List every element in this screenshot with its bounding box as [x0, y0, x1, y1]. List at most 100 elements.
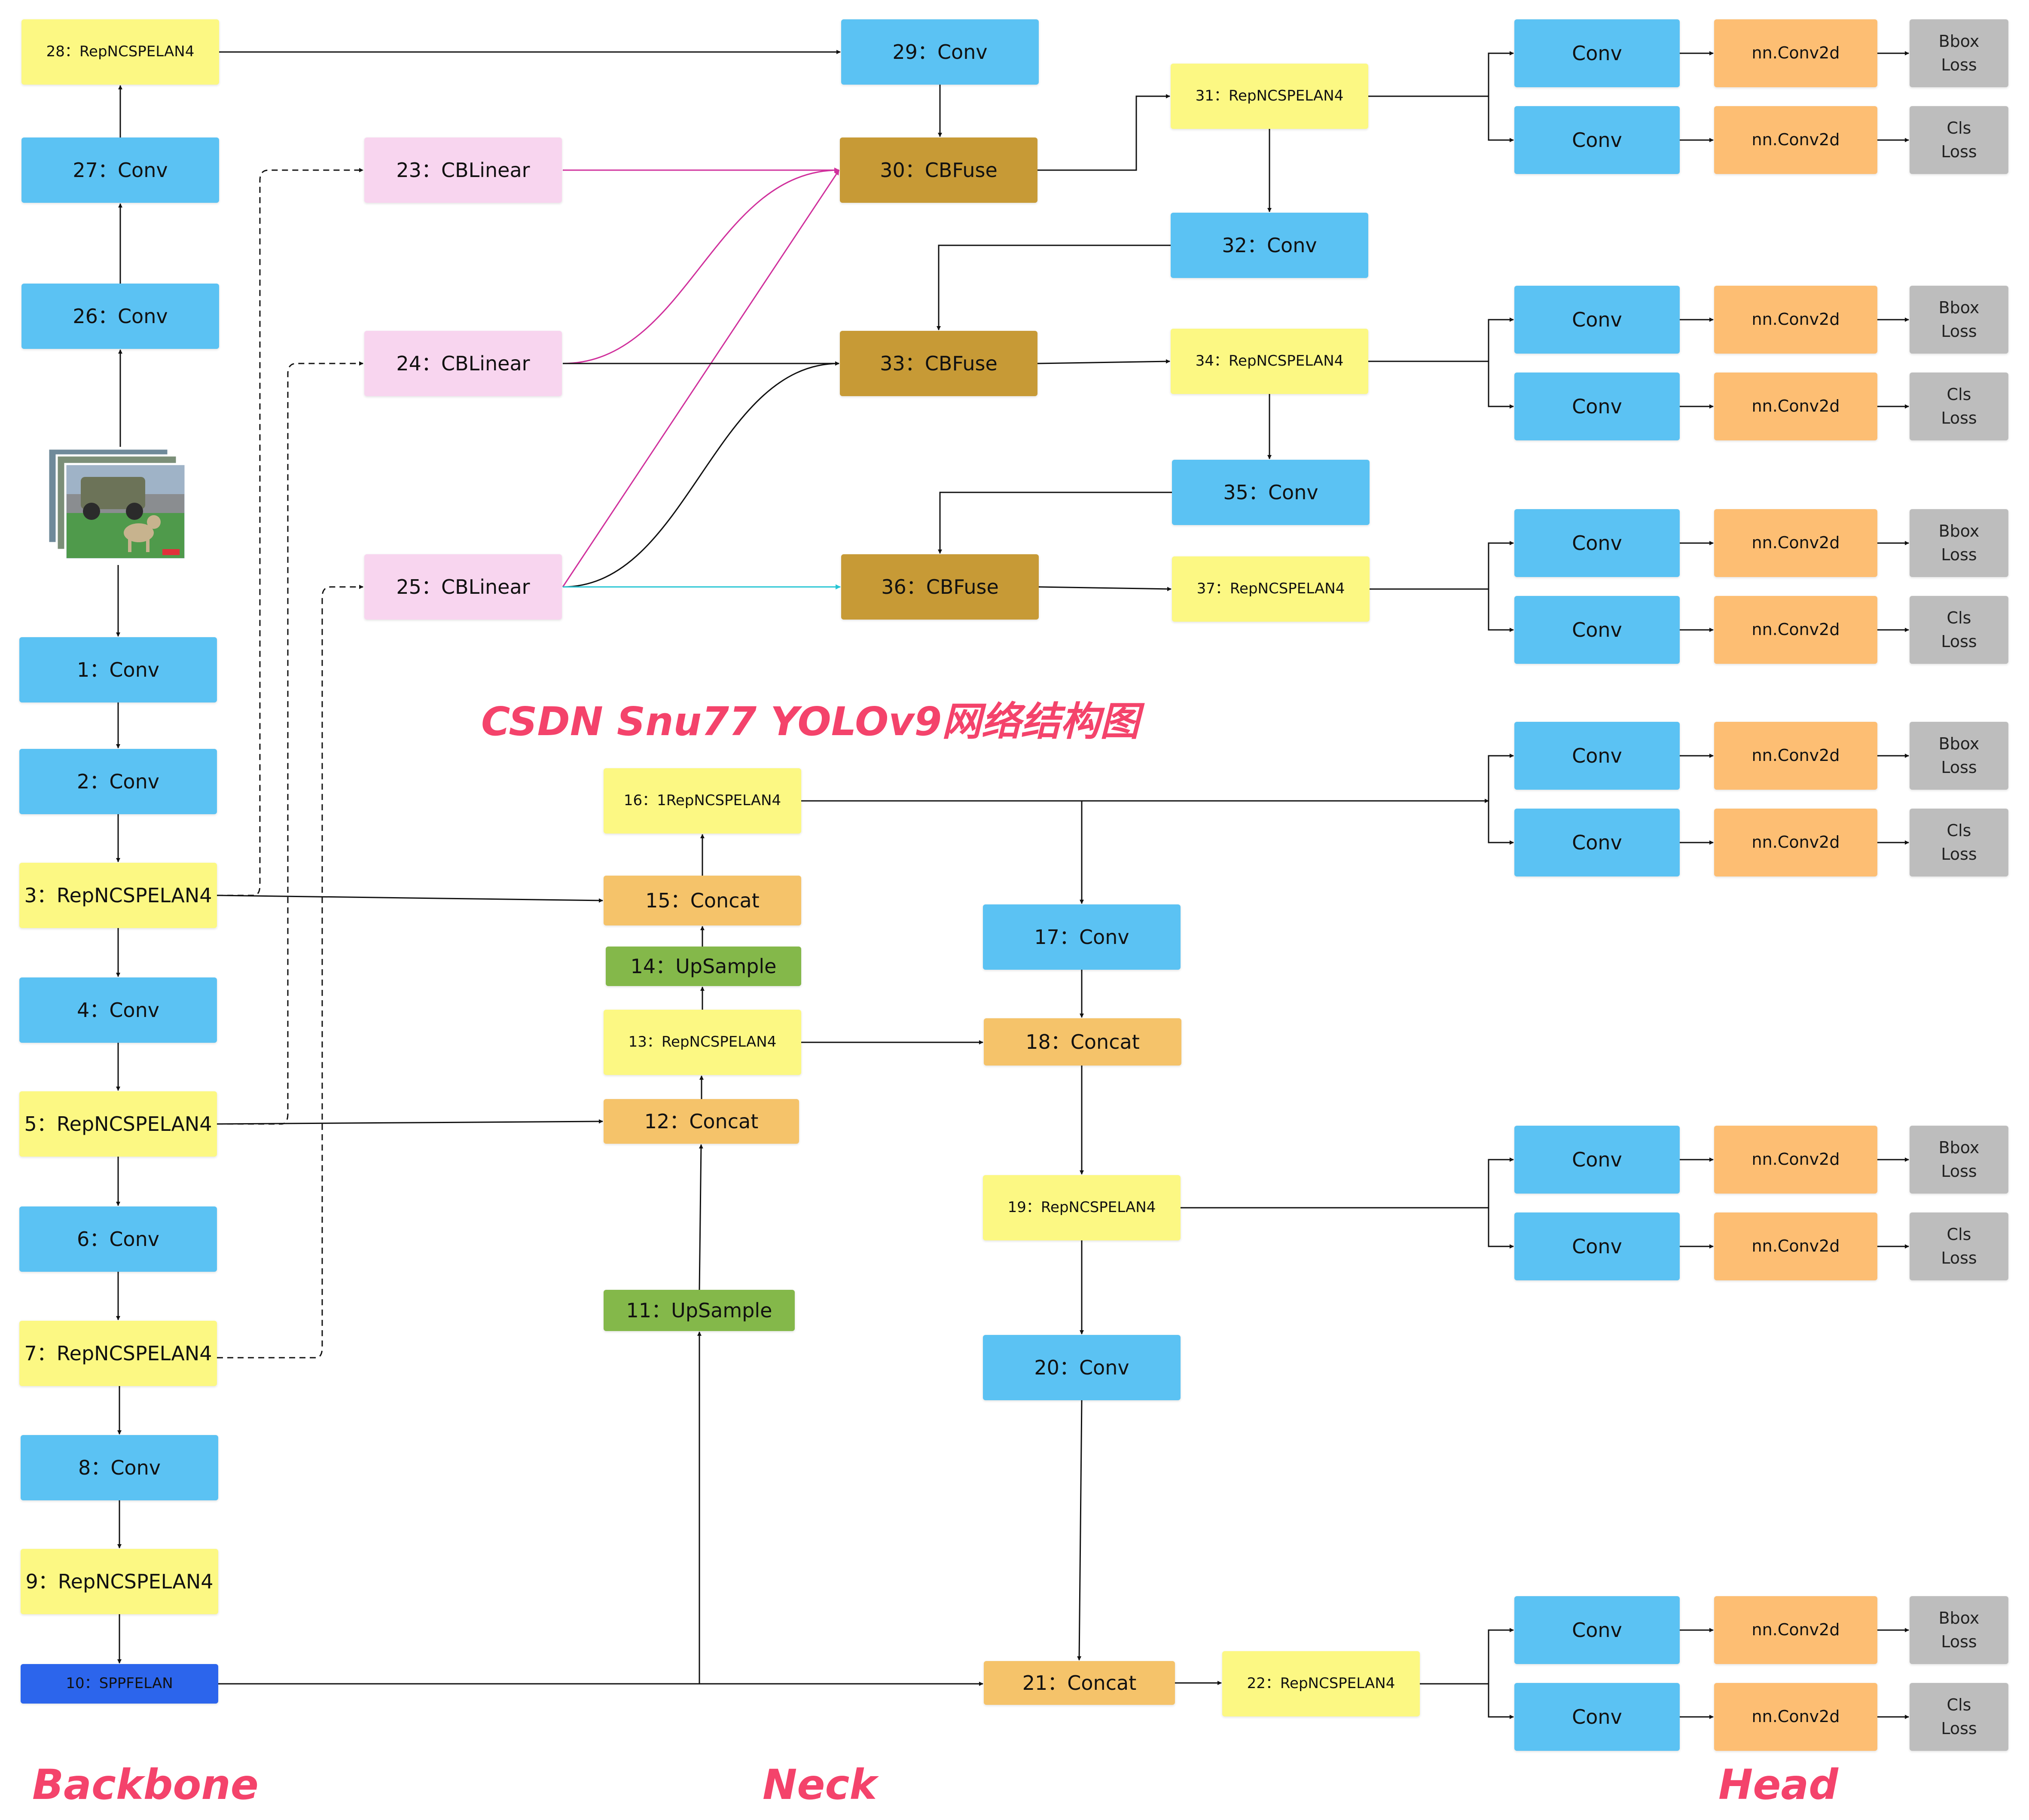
head-conv: Conv: [1514, 286, 1680, 354]
wire-16: [217, 361, 363, 1125]
head-conv: Conv: [1514, 1212, 1680, 1280]
head-nn-conv2d: nn.Conv2d: [1714, 19, 1877, 87]
wire-24: [1037, 94, 1170, 171]
node-27-conv: 27：Conv: [21, 137, 219, 203]
wire-39: [217, 895, 603, 903]
cls-loss-box: Cls Loss: [1910, 596, 2008, 664]
head-nn-conv2d: nn.Conv2d: [1714, 373, 1877, 440]
neck-caption: Neck: [763, 1761, 877, 1809]
node-16-1repncspelan4: 16：1RepNCSPELAN4: [604, 768, 801, 834]
wire-17: [217, 585, 363, 1359]
head-conv: Conv: [1514, 1683, 1680, 1751]
wire-26: [937, 244, 1171, 330]
node-33-cbfuse: 33：CBFuse: [840, 331, 1037, 396]
node-7-repncspelan4: 7：RepNCSPELAN4: [19, 1321, 217, 1386]
node-6-conv: 6：Conv: [19, 1206, 217, 1272]
node-9-repncspelan4: 9：RepNCSPELAN4: [21, 1549, 218, 1614]
bbox-loss-box: Bbox Loss: [1910, 19, 2008, 87]
head-conv: Conv: [1514, 1596, 1680, 1664]
cls-loss-box: Cls Loss: [1910, 809, 2008, 876]
node-19-repncspelan4: 19：RepNCSPELAN4: [983, 1175, 1181, 1240]
head-nn-conv2d: nn.Conv2d: [1714, 596, 1877, 664]
wire-73: [1488, 1208, 1514, 1249]
node-12-concat: 12：Concat: [604, 1099, 799, 1144]
cls-loss-box: Cls Loss: [1910, 373, 2008, 440]
head-nn-conv2d: nn.Conv2d: [1714, 106, 1877, 174]
bbox-loss-box: Bbox Loss: [1910, 1596, 2008, 1664]
node-3-repncspelan4: 3：RepNCSPELAN4: [19, 863, 217, 928]
wire-54: [1368, 318, 1514, 362]
node-24-cblinear: 24：CBLinear: [364, 331, 562, 396]
node-8-conv: 8：Conv: [21, 1435, 218, 1500]
head-conv: Conv: [1514, 19, 1680, 87]
head-nn-conv2d: nn.Conv2d: [1714, 722, 1877, 790]
diagram-title: CSDN Snu77 YOLOv9网络结构图: [481, 699, 1140, 745]
node-30-cbfuse: 30：CBFuse: [840, 137, 1037, 203]
node-17-conv: 17：Conv: [983, 904, 1181, 970]
head-nn-conv2d: nn.Conv2d: [1714, 809, 1877, 876]
bbox-loss-box: Bbox Loss: [1910, 1126, 2008, 1194]
node-25-cblinear: 25：CBLinear: [364, 554, 562, 620]
node-1-conv: 1：Conv: [19, 637, 217, 702]
wire-30: [1038, 586, 1172, 591]
node-2-conv: 2：Conv: [19, 749, 217, 814]
wire-27: [1037, 359, 1170, 364]
node-37-repncspelan4: 37：RepNCSPELAN4: [1172, 556, 1370, 622]
cls-loss-box: Cls Loss: [1910, 1683, 2008, 1751]
node-34-repncspelan4: 34：RepNCSPELAN4: [1171, 329, 1368, 394]
head-nn-conv2d: nn.Conv2d: [1714, 1126, 1877, 1194]
head-conv: Conv: [1514, 373, 1680, 440]
node-18-concat: 18：Concat: [984, 1018, 1181, 1066]
node-22-repncspelan4: 22：RepNCSPELAN4: [1222, 1651, 1420, 1716]
wire-15: [217, 168, 363, 896]
wire-34: [217, 1119, 603, 1125]
wire-19: [562, 168, 839, 364]
cls-loss-box: Cls Loss: [1910, 106, 2008, 174]
wire-55: [1488, 361, 1514, 409]
wire-78: [1420, 1628, 1514, 1685]
backbone-caption: Backbone: [32, 1761, 259, 1809]
node-23-cblinear: 23：CBLinear: [364, 137, 562, 203]
node-4-conv: 4：Conv: [19, 977, 217, 1043]
wire-66: [1488, 754, 1514, 801]
node-13-repncspelan4: 13：RepNCSPELAN4: [604, 1010, 801, 1075]
node-15-concat: 15：Concat: [604, 876, 801, 925]
node-36-cbfuse: 36：CBFuse: [841, 554, 1039, 620]
bbox-loss-box: Bbox Loss: [1910, 722, 2008, 790]
head-nn-conv2d: nn.Conv2d: [1714, 1683, 1877, 1751]
wire-67: [1488, 801, 1514, 845]
wire-72: [1181, 1157, 1514, 1209]
node-26-conv: 26：Conv: [21, 284, 219, 349]
node-28-repncspelan4: 28：RepNCSPELAN4: [21, 19, 219, 85]
node-35-conv: 35：Conv: [1172, 460, 1370, 525]
head-nn-conv2d: nn.Conv2d: [1714, 1596, 1877, 1664]
head-conv: Conv: [1514, 809, 1680, 876]
cls-loss-box: Cls Loss: [1910, 1212, 2008, 1280]
input-image-stack: [46, 447, 188, 563]
wire-79: [1488, 1684, 1514, 1719]
head-conv: Conv: [1514, 596, 1680, 664]
node-32-conv: 32：Conv: [1171, 213, 1368, 278]
node-21-concat: 21：Concat: [984, 1661, 1175, 1705]
wire-29: [938, 492, 1172, 554]
node-11-upsample: 11：UpSample: [604, 1290, 795, 1331]
head-nn-conv2d: nn.Conv2d: [1714, 286, 1877, 354]
wire-48: [1368, 51, 1514, 97]
head-nn-conv2d: nn.Conv2d: [1714, 509, 1877, 577]
node-20-conv: 20：Conv: [983, 1335, 1181, 1400]
wire-46: [1077, 1400, 1083, 1661]
head-conv: Conv: [1514, 106, 1680, 174]
head-nn-conv2d: nn.Conv2d: [1714, 1212, 1877, 1280]
head-caption: Head: [1718, 1761, 1838, 1809]
node-31-repncspelan4: 31：RepNCSPELAN4: [1171, 64, 1368, 129]
wire-22: [562, 361, 839, 588]
head-conv: Conv: [1514, 1126, 1680, 1194]
wire-49: [1488, 96, 1514, 142]
bbox-loss-box: Bbox Loss: [1910, 509, 2008, 577]
bbox-loss-box: Bbox Loss: [1910, 286, 2008, 354]
node-14-upsample: 14：UpSample: [606, 947, 801, 986]
head-conv: Conv: [1514, 509, 1680, 577]
node-10-sppfelan: 10：SPPFELAN: [21, 1664, 218, 1704]
